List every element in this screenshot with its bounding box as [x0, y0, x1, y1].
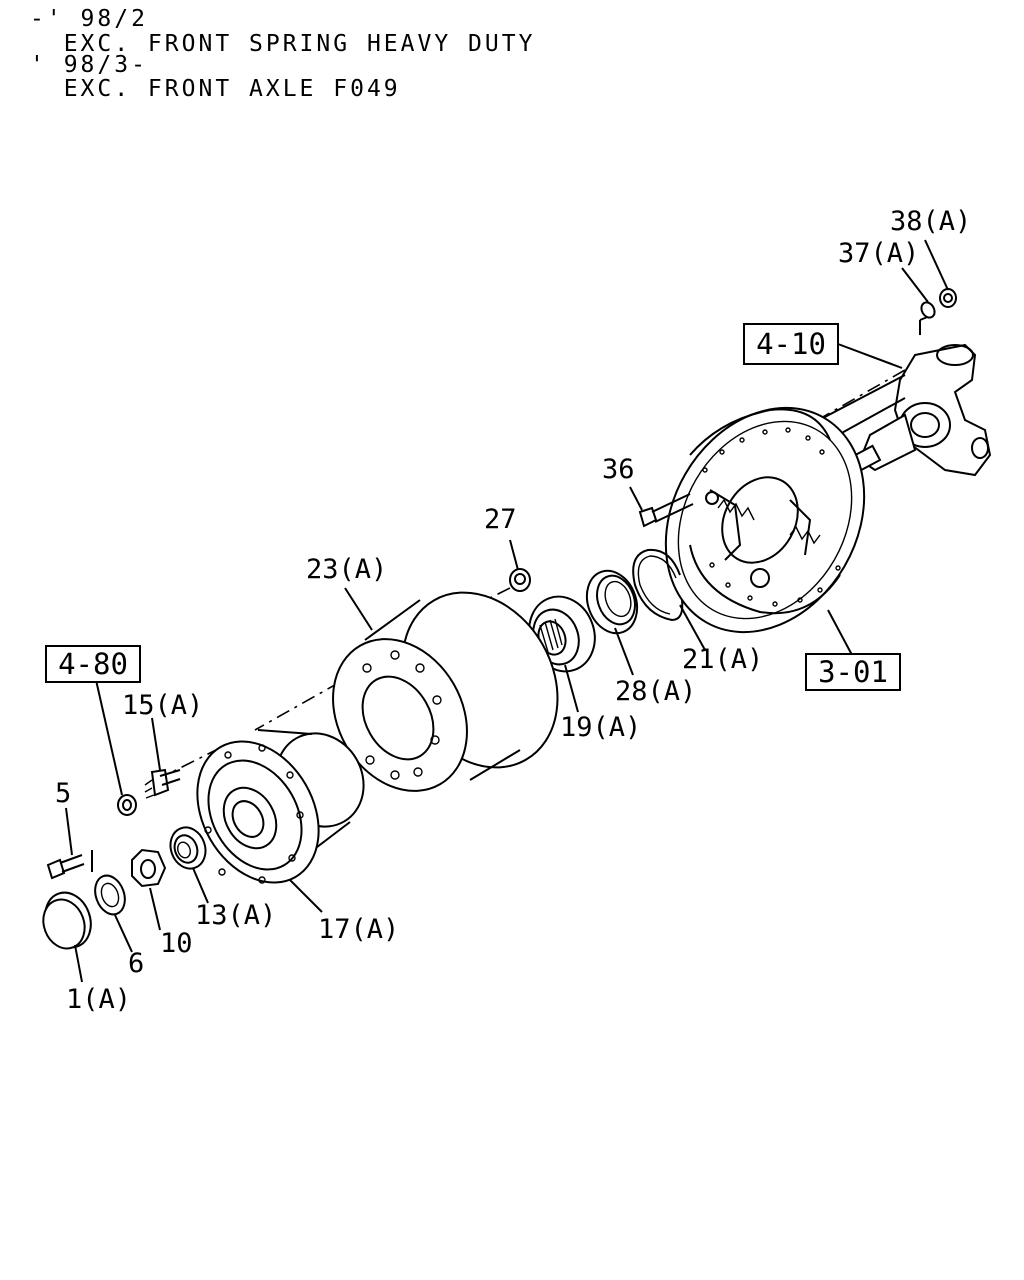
part-21-snap-ring: [637, 555, 677, 615]
reference-box-3-01: [805, 653, 901, 691]
part-6-lock-washer: [94, 874, 126, 916]
reference-box-label: 4-80: [58, 647, 128, 681]
part-28-oil-seal: [585, 569, 639, 635]
part-13-bearing: [169, 826, 207, 870]
reference-box-label: 4-10: [756, 327, 826, 361]
callout-label: 1(A): [66, 984, 131, 1015]
callout-label: 13(A): [195, 900, 276, 931]
callout-label: 23(A): [306, 554, 387, 585]
callout-label: 6: [128, 948, 144, 979]
note-line-1: -' 98/2: [30, 6, 148, 32]
part-17-hub: [196, 729, 365, 884]
knuckle: [844, 313, 992, 477]
part-27-nut: [509, 568, 531, 592]
note-line-3: ' 98/3-: [30, 52, 148, 78]
reference-box-4-80: [45, 645, 141, 683]
callout-label: 21(A): [682, 644, 763, 675]
callout-label: 28(A): [615, 676, 696, 707]
leader-lines: [65, 239, 949, 983]
note-line-4: EXC. FRONT AXLE F049: [30, 76, 401, 102]
callout-label: 19(A): [560, 712, 641, 743]
callout-label: 15(A): [122, 690, 203, 721]
brake-assembly: [664, 406, 866, 634]
axis-line: [171, 747, 221, 773]
part-37-washer: [920, 301, 936, 319]
reference-box-label: 3-01: [818, 655, 888, 689]
callout-label: 27: [484, 504, 517, 535]
callout-label: 17(A): [318, 914, 399, 945]
callout-label: 5: [55, 778, 71, 809]
note-line-2: EXC. FRONT SPRING HEAVY DUTY: [30, 31, 536, 57]
part-15-hub-bolt: [144, 768, 181, 799]
part-38-nut: [939, 288, 957, 308]
callout-label: 36: [602, 454, 635, 485]
part-23-brake-drum: [332, 591, 559, 792]
part-36-bolt: [638, 493, 694, 528]
callout-label: 38(A): [890, 206, 971, 237]
part-21-snap-ring: [632, 548, 684, 622]
part-38-nut: [943, 293, 953, 303]
callout-label: 10: [160, 928, 193, 959]
wheel-nut: [117, 794, 137, 816]
part-10-nut: [131, 848, 167, 888]
axis-line: [489, 587, 511, 599]
callout-label: 37(A): [838, 238, 919, 269]
part-5-bolt: [46, 854, 85, 880]
wheel-nut: [122, 799, 132, 811]
reference-box-4-10: [743, 323, 839, 365]
part-1-hub-cap: [42, 891, 92, 950]
